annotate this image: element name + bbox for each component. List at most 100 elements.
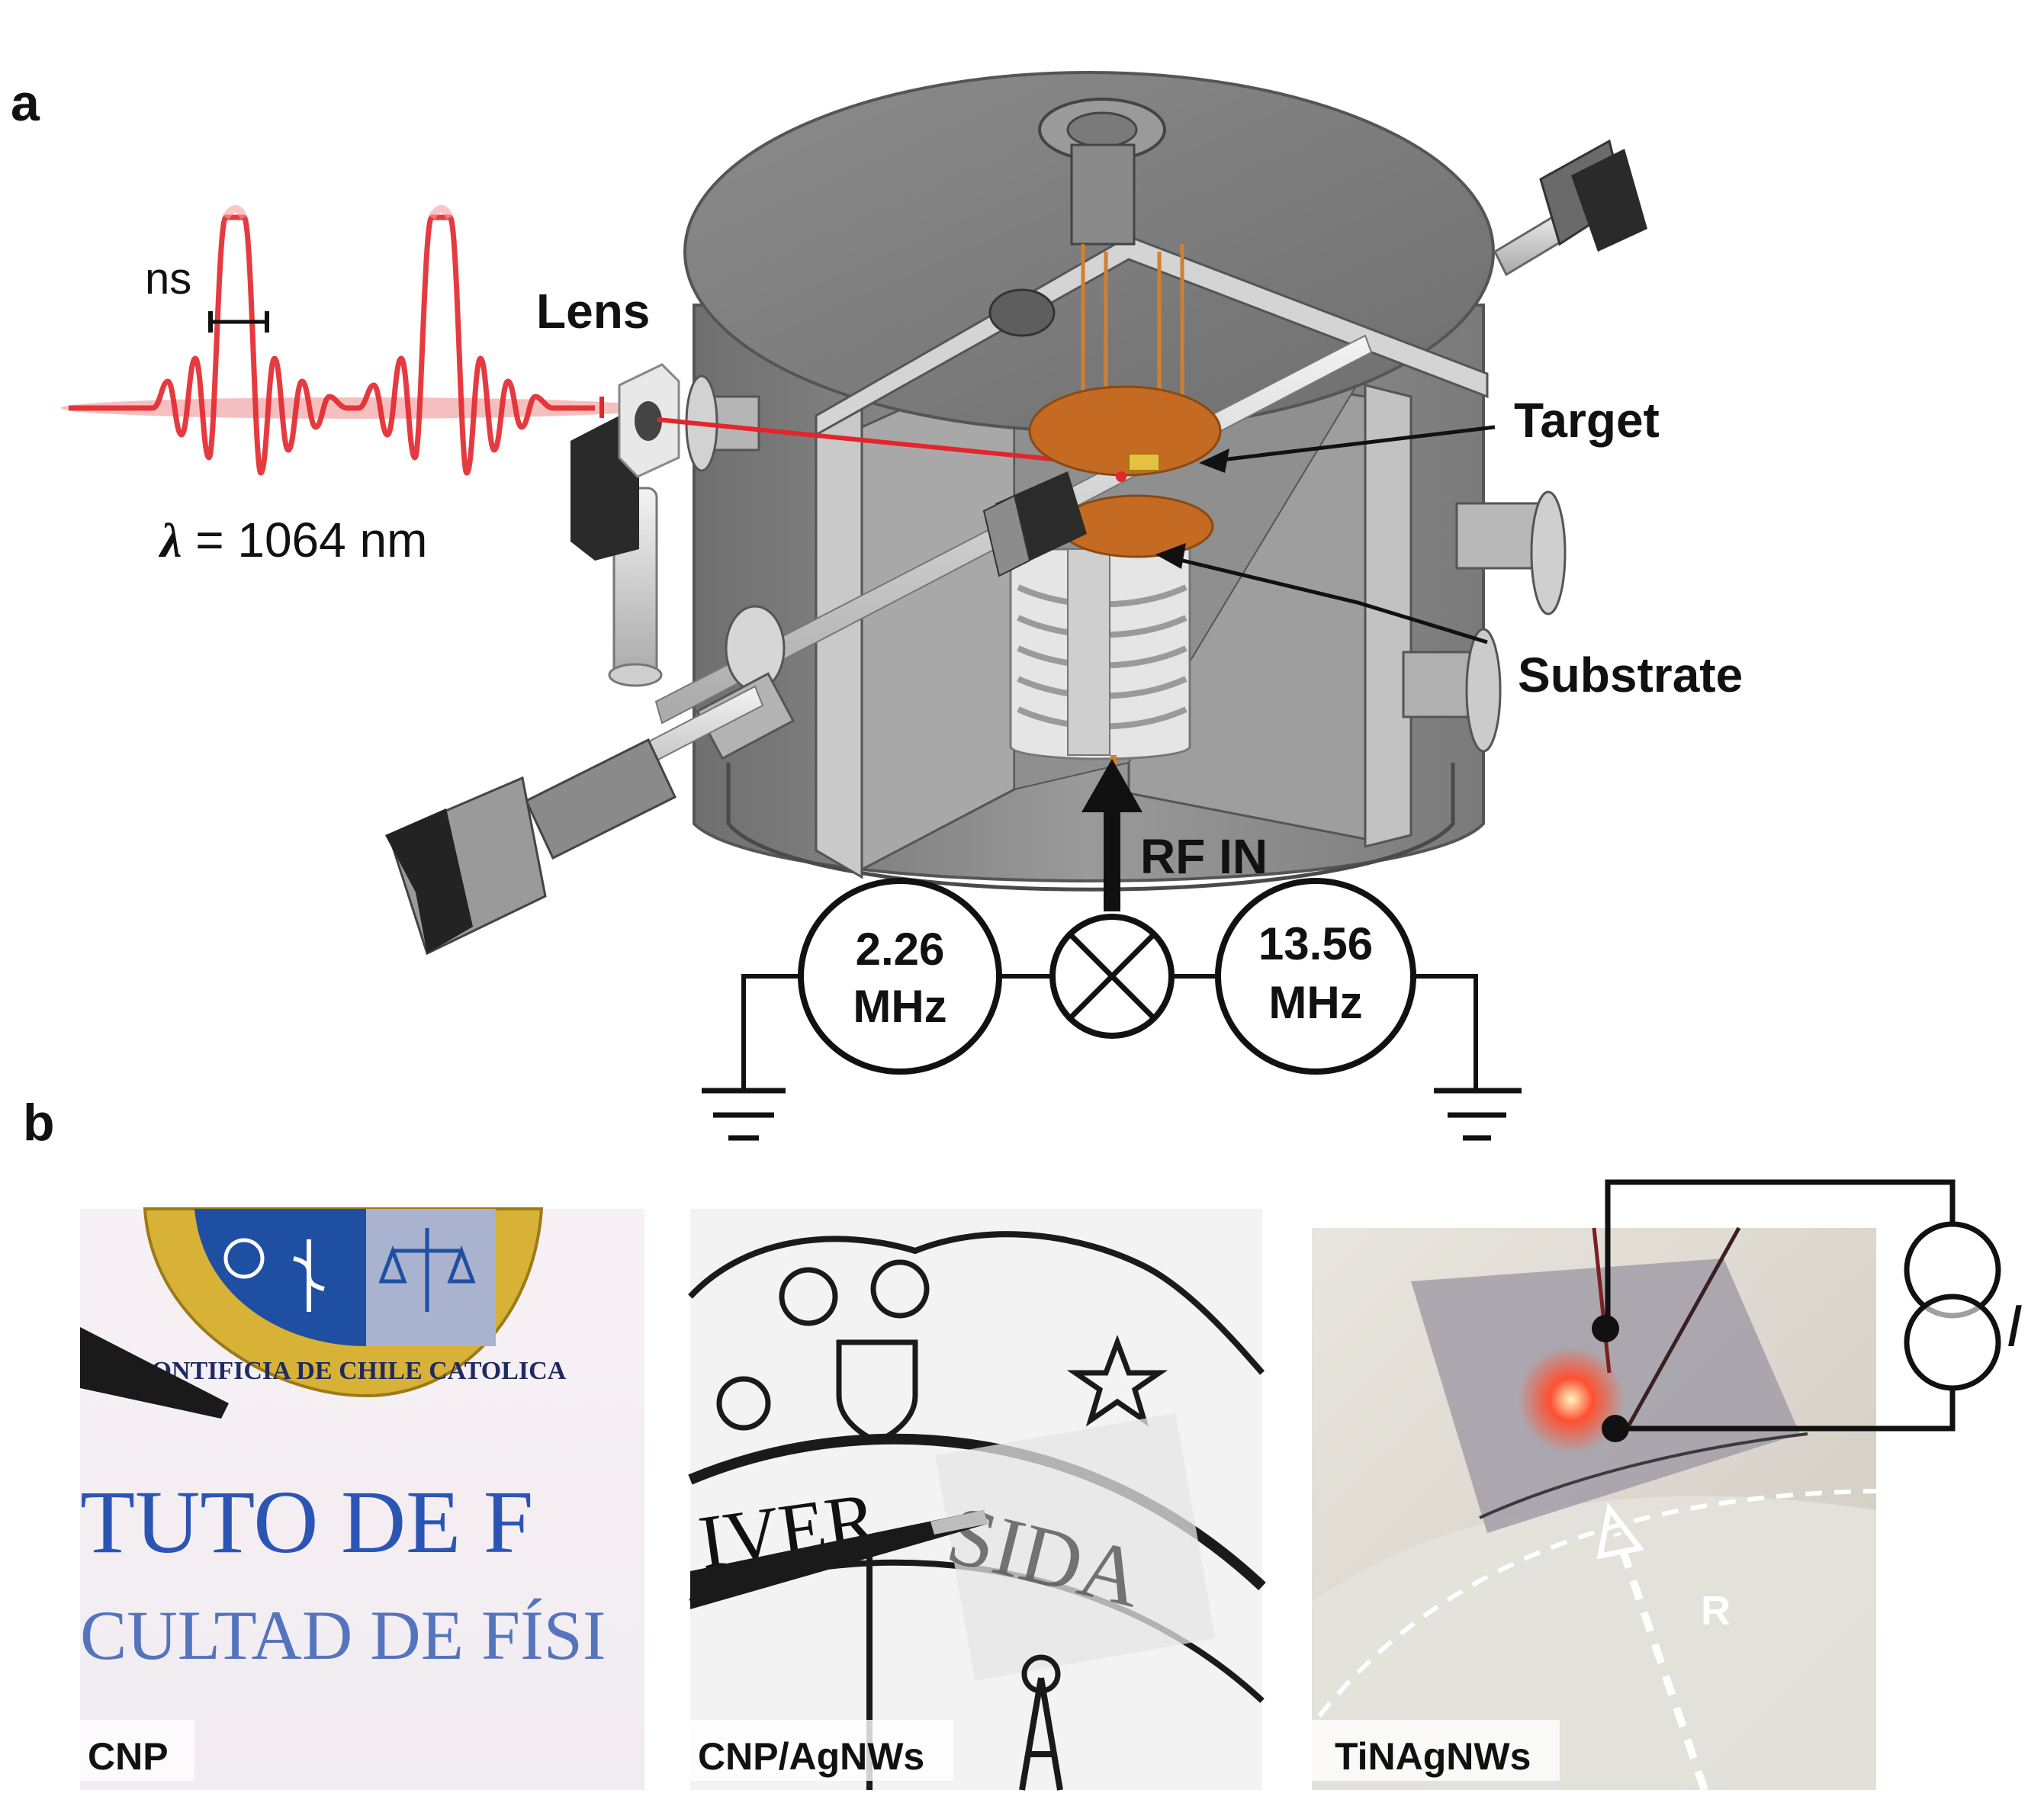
crest-ring-1 xyxy=(716,1376,771,1431)
substrate-label: Substrate xyxy=(1518,648,1743,702)
right-feedthrough xyxy=(1493,139,1647,277)
photo-tinagnws: I R TiNAgNWs xyxy=(1312,1179,2023,1792)
photo2-crest-ornaments xyxy=(716,1259,1168,1445)
substrate-callout-line xyxy=(1166,554,1488,644)
substrate-callout-arrowhead xyxy=(1155,543,1186,569)
photo3-probe-1 xyxy=(1592,1227,1612,1374)
target-callout-line xyxy=(1208,425,1496,464)
lens-aperture xyxy=(635,401,662,441)
lid-port-inner xyxy=(1066,111,1138,148)
photo2-film-overlay xyxy=(935,1413,1216,1681)
crest-ring-2 xyxy=(779,1267,838,1326)
target-pellet xyxy=(1128,453,1160,471)
seal-emblem-scales xyxy=(378,1228,476,1312)
wire-right-ground xyxy=(1413,974,1478,1091)
seal-emblem-1 xyxy=(223,1238,265,1279)
right-port-upper-flange xyxy=(1530,490,1567,615)
substrate-heater xyxy=(1009,494,1214,767)
manipulator-housing xyxy=(525,738,677,860)
laser-pulse-waveform xyxy=(69,214,595,476)
photo2-compass-top xyxy=(1021,1654,1061,1694)
photo3-curved-support xyxy=(1312,1496,1876,1790)
right-feedthrough-motor xyxy=(1571,149,1647,252)
wavelength-symbol: λ xyxy=(158,513,182,567)
lens-red-mark xyxy=(599,397,604,418)
rf-mixer-cross-2 xyxy=(1068,932,1156,1020)
plume-spot xyxy=(1116,471,1126,482)
right-port-upper-tube xyxy=(1455,502,1542,570)
right-side-port-upper xyxy=(1455,490,1567,615)
photo3-circuit-bottom-wire xyxy=(1617,1388,1956,1432)
rod-coupling-face xyxy=(982,494,1031,577)
tweezer-tip-1 xyxy=(80,1327,229,1419)
wavelength-value: = 1064 nm xyxy=(182,513,427,567)
photo-cnp-text-line2: CULTAD DE FÍSI xyxy=(80,1596,606,1674)
photo-cnp-label-bg xyxy=(80,1720,194,1781)
chamber-cut-face-right xyxy=(1364,384,1412,848)
callouts: Target Substrate xyxy=(1155,393,1743,702)
photo-cnp-agnws-label-bg xyxy=(690,1720,953,1781)
photo2-compass-figure xyxy=(1019,1677,1063,1791)
linear-manipulator xyxy=(385,605,795,956)
photo3-crack-line xyxy=(1479,1432,1808,1519)
photo3-circuit xyxy=(1605,1179,2001,1432)
seal-ring-text: PONTIFICIA DE CHILE CATOLICA xyxy=(136,1357,567,1385)
manipulator-motor-end xyxy=(385,808,473,953)
photo3-contact-1 xyxy=(1592,1315,1619,1342)
photo3-circuit-top-wire xyxy=(1605,1179,1956,1327)
photo2-ornament-outline xyxy=(688,1231,1265,1375)
chamber-inner-wall-left xyxy=(860,356,1016,872)
target-callout-arrowhead xyxy=(1199,448,1229,473)
rf-source-left-freq: 2.26 xyxy=(856,924,945,975)
photo3-contact-2 xyxy=(1602,1415,1629,1442)
pulse-width-label: ns xyxy=(145,254,191,304)
photo3-radius-label: R xyxy=(1701,1588,1731,1634)
photo3-glow xyxy=(1518,1346,1625,1453)
photo3-radius-arrowhead xyxy=(1596,1502,1645,1560)
photo-cnp-label: CNP xyxy=(88,1735,169,1778)
rf-in-label: RF IN xyxy=(1140,829,1268,884)
rf-source-left xyxy=(798,878,1002,1075)
rf-circuit: RF IN 2.26 MHz 13.56 MHz xyxy=(702,759,1522,1141)
lens-post-foot xyxy=(608,663,663,687)
lens-assembly: Lens xyxy=(536,284,680,687)
laser-pulse-train: ns λ = 1064 nm xyxy=(61,204,656,567)
photo3-radius-arrow-shaft xyxy=(1613,1531,1708,1792)
photo3-current-source-lower xyxy=(1904,1294,2001,1391)
right-port-lower-flange xyxy=(1465,628,1502,753)
rf-source-right xyxy=(1215,878,1416,1075)
ground-right-icon xyxy=(1434,1088,1522,1141)
photo-cnp-agnws: IVER SIDA CNP/AgNWs xyxy=(688,1209,1266,1791)
manipulator-flange-1 xyxy=(725,605,786,692)
target-label: Target xyxy=(1514,393,1660,448)
manipulator-bellows xyxy=(696,672,795,760)
rf-in-arrowhead xyxy=(1081,759,1143,812)
photo-cnp-agnws-label: CNP/AgNWs xyxy=(698,1735,924,1778)
rf-source-left-unit: MHz xyxy=(853,981,946,1032)
vacuum-chamber xyxy=(385,71,1647,956)
heater-cutaway-core xyxy=(1067,548,1110,756)
photo2-tweezer xyxy=(690,1510,988,1609)
seal-emblem-caduceus xyxy=(293,1239,325,1312)
panel-b-label: b xyxy=(23,1094,55,1152)
wire-left-ground xyxy=(741,974,801,1091)
lid-port-tube xyxy=(1070,143,1136,246)
lens-label: Lens xyxy=(536,284,650,339)
photo3-current-label: I xyxy=(2006,1292,2023,1359)
ground-left-icon xyxy=(702,1088,786,1141)
photo2-tweezer-tip xyxy=(930,1510,988,1535)
panel-a-label: a xyxy=(11,74,40,132)
crest-ring-3 xyxy=(870,1259,930,1319)
chamber-bottom-flange xyxy=(726,763,1455,892)
crest-star xyxy=(1066,1335,1168,1427)
photo-cnp: PONTIFICIA DE CHILE CATOLICA TUTO DE F C… xyxy=(80,1207,644,1790)
photo-cnp-seal: PONTIFICIA DE CHILE CATOLICA xyxy=(136,1207,567,1398)
laser-pulse-waveform-glow xyxy=(222,204,454,220)
target-assembly xyxy=(1028,244,1222,482)
right-side-port-lower xyxy=(1402,628,1502,753)
seal-right-shield xyxy=(366,1209,496,1346)
photo-tinagnws-label: TiNAgNWs xyxy=(1335,1735,1531,1778)
target-holder-disk xyxy=(1028,385,1222,477)
photo-cnp-text-line1: TUTO DE F xyxy=(80,1472,533,1572)
